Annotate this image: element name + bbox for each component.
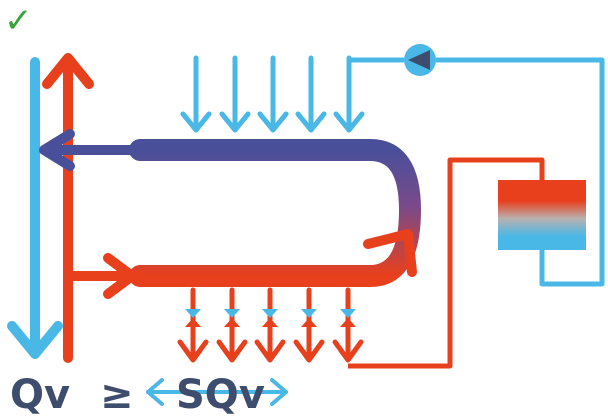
flow-label-qv: Qv — [10, 372, 70, 417]
heat-exchanger-loop — [39, 129, 422, 299]
flow-label-sqv: SQv — [176, 372, 265, 417]
comparison-operator: ≥ — [100, 372, 134, 417]
storage-tank-icon — [498, 180, 586, 250]
cold-supply-arrow — [7, 57, 63, 359]
checkmark-icon: ✓ — [4, 1, 33, 41]
hot-circuit — [348, 157, 545, 369]
valve-icon — [185, 309, 356, 327]
cold-circuit — [349, 57, 605, 287]
cold-inflow-arrows — [180, 55, 365, 133]
pump-icon — [404, 44, 436, 76]
double-arrow-icon — [146, 378, 288, 406]
hot-return-arrow — [42, 53, 94, 363]
